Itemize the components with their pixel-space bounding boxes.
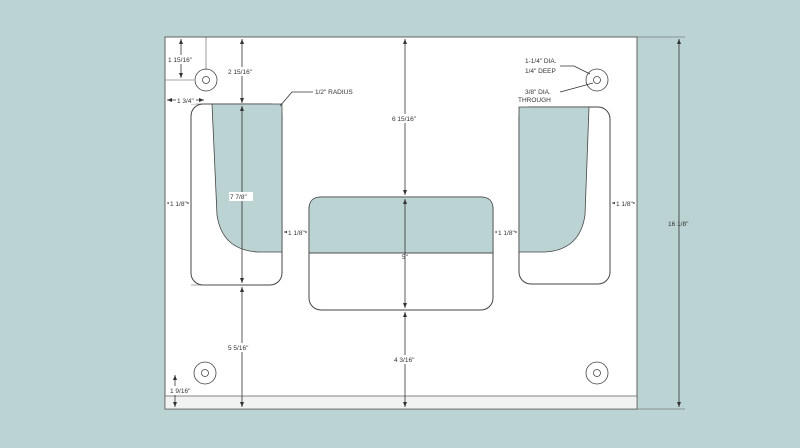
note-through-line1: 3/8" DIA.	[525, 89, 551, 96]
hole-bottom-left	[193, 361, 217, 385]
note-counterbore-line2: 1/4" DEEP	[525, 68, 556, 75]
note-radius: 1/2" RADIUS	[315, 89, 353, 96]
left-cutout-pocket	[211, 103, 283, 253]
dim-top-to-hole: 1 15/16"	[168, 57, 193, 64]
dim-center-cutout-to-bottom: 4 3/16"	[394, 357, 415, 364]
hole-top-right	[585, 68, 609, 92]
right-cutout-pocket	[518, 106, 590, 253]
dimension-labels: 1 15/16" 2 15/16" 1 3/4" 7 7/8" 5 5/16" …	[167, 55, 689, 395]
dim-overall-height: 16 1/8"	[668, 221, 689, 228]
dim-cutout-to-bottom: 5 5/16"	[228, 345, 249, 352]
dim-gap-right: 1 1/8"	[498, 230, 515, 237]
hole-top-left	[194, 68, 218, 92]
leader-lines	[279, 65, 594, 107]
dim-side-margin-right: 1 1/8"	[616, 201, 633, 208]
dim-bottom-to-hole: 1 9/16"	[170, 388, 191, 395]
dim-side-to-hole: 1 3/4"	[177, 98, 194, 105]
dim-top-to-center-cutout: 6 15/16"	[392, 116, 417, 123]
center-cutout-pocket	[308, 196, 494, 254]
dim-top-to-cutout: 2 15/16"	[228, 69, 253, 76]
extension-lines	[165, 36, 685, 410]
dim-cutout-height: 7 7/8"	[230, 194, 247, 201]
dim-center-cutout-height: 5"	[402, 254, 409, 261]
note-counterbore-line1: 1-1/4" DIA.	[525, 58, 557, 65]
dim-gap-left: 1 1/8"	[288, 230, 305, 237]
dim-side-margin-left: 1 1/8"	[170, 201, 187, 208]
notes: 1/2" RADIUS 1-1/4" DIA. 1/4" DEEP 3/8" D…	[315, 58, 557, 104]
board-edge-strip	[164, 395, 638, 410]
note-through-line2: THROUGH	[518, 97, 551, 104]
hole-bottom-right	[585, 361, 609, 385]
